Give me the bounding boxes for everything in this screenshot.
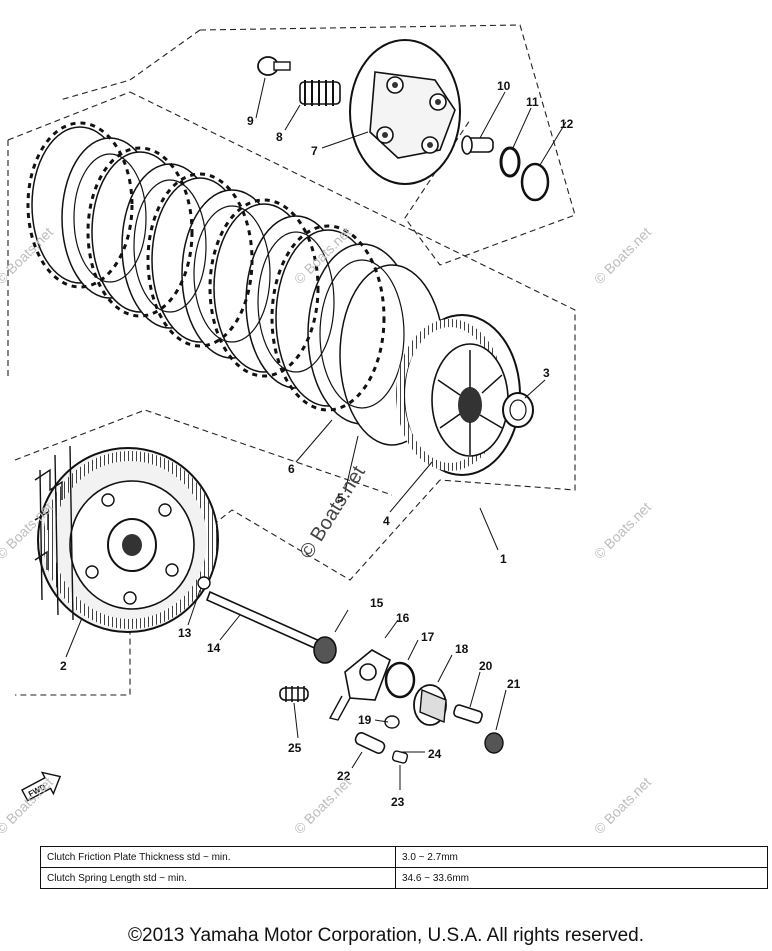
callout-2: 2	[60, 659, 67, 673]
pressure-plate	[349, 39, 461, 185]
leader-lines	[65, 77, 567, 790]
callout-12: 12	[560, 117, 574, 131]
spec-value: 3.0 ~ 2.7mm	[395, 846, 768, 868]
push-rod-14	[197, 576, 324, 652]
spec-table: Clutch Friction Plate Thickness std ~ mi…	[40, 846, 768, 889]
callout-8: 8	[276, 130, 283, 144]
callout-4: 4	[383, 514, 390, 528]
callout-25: 25	[288, 741, 302, 755]
callout-3: 3	[543, 366, 550, 380]
callout-23: 23	[391, 795, 405, 809]
table-row: Clutch Spring Length std ~ min. 34.6 ~ 3…	[40, 867, 768, 889]
clutch-release-parts	[279, 636, 504, 764]
callout-9: 9	[247, 114, 254, 128]
watermark-main: © Boats.net	[296, 462, 370, 563]
clutch-spring-8	[299, 80, 341, 106]
callout-17: 17	[421, 630, 435, 644]
callout-numbers: 1 2 3 4 5 6 7 8 9 10 11 12 13 14 15 16 1…	[60, 79, 574, 809]
callout-14: 14	[207, 641, 221, 655]
callout-19: 19	[358, 713, 372, 727]
callout-1: 1	[500, 552, 507, 566]
spec-item: Clutch Friction Plate Thickness std ~ mi…	[40, 846, 396, 868]
screw-9	[257, 56, 291, 76]
clutch-exploded-diagram: 1 2 3 4 5 6 7 8 9 10 11 12 13 14 15 16 1…	[0, 24, 654, 837]
copyright-notice: ©2013 Yamaha Motor Corporation, U.S.A. A…	[128, 925, 644, 946]
watermark-repeat: © Boats.net	[591, 499, 654, 562]
callout-21: 21	[507, 677, 521, 691]
push-rod-parts-10-12	[461, 135, 550, 202]
callout-22: 22	[337, 769, 351, 783]
callout-18: 18	[455, 642, 469, 656]
spec-value: 34.6 ~ 33.6mm	[395, 867, 768, 889]
washer-3	[502, 392, 534, 428]
table-row: Clutch Friction Plate Thickness std ~ mi…	[40, 846, 768, 868]
callout-16: 16	[396, 611, 410, 625]
callout-15: 15	[370, 596, 384, 610]
callout-11: 11	[526, 95, 539, 109]
callout-10: 10	[497, 79, 511, 93]
callout-13: 13	[178, 626, 192, 640]
callout-24: 24	[428, 747, 442, 761]
callout-20: 20	[479, 659, 493, 673]
watermark-repeat: © Boats.net	[591, 224, 654, 287]
watermark-repeat: © Boats.net	[0, 774, 56, 837]
callout-7: 7	[311, 144, 318, 158]
spec-item: Clutch Spring Length std ~ min.	[40, 867, 396, 889]
clutch-housing-gear	[34, 445, 219, 633]
callout-5: 5	[337, 491, 344, 505]
watermark-repeat: © Boats.net	[291, 774, 354, 837]
clutch-plate-stack	[26, 121, 521, 476]
assembly-outlines	[7, 24, 576, 696]
callout-6: 6	[288, 462, 295, 476]
watermark-repeat: © Boats.net	[591, 774, 654, 837]
